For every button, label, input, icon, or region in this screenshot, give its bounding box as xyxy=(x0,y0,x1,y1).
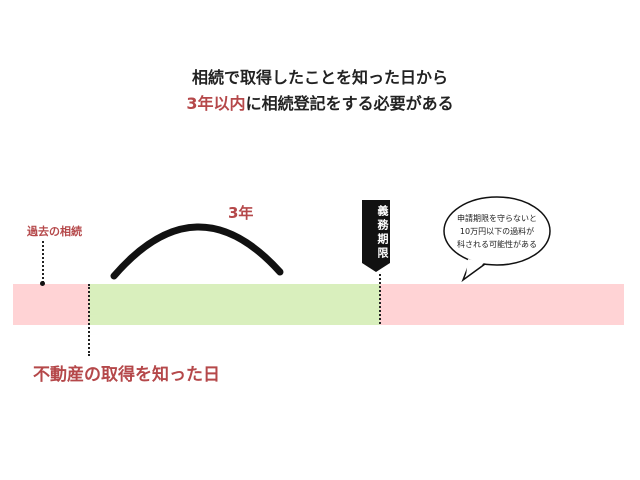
deadline-tag-shape xyxy=(362,200,390,272)
past-marker-dot xyxy=(40,281,45,286)
title-rest: に相続登記をする必要がある xyxy=(245,94,454,113)
past-inheritance-label: 過去の相続 xyxy=(27,225,82,238)
overdue-segment xyxy=(380,284,624,325)
deadline-tag: 義務期限 xyxy=(376,205,389,261)
speech-bubble-shape xyxy=(443,196,551,266)
three-year-segment xyxy=(89,284,380,325)
speech-bubble-text: 申請期限を守らないと 10万円以下の過料が 科される可能性がある xyxy=(444,212,550,251)
deadline-marker-line xyxy=(379,274,381,324)
acquired-marker-line xyxy=(88,284,90,356)
bubble-line-2: 10万円以下の過料が xyxy=(459,227,535,236)
period-label: 3年 xyxy=(228,204,254,222)
bubble-line-3: 科される可能性がある xyxy=(457,240,537,249)
past-segment xyxy=(13,284,89,325)
past-marker-line xyxy=(42,241,44,283)
period-arc-path xyxy=(110,223,284,280)
title-line-1: 相続で取得したことを知った日から xyxy=(191,68,448,87)
title-highlight: 3年以内 xyxy=(186,94,246,113)
title-line-2: 3年以内に相続登記をする必要がある xyxy=(0,90,640,114)
acquired-date-label: 不動産の取得を知った日 xyxy=(33,365,220,385)
bubble-line-1: 申請期限を守らないと xyxy=(457,214,537,223)
